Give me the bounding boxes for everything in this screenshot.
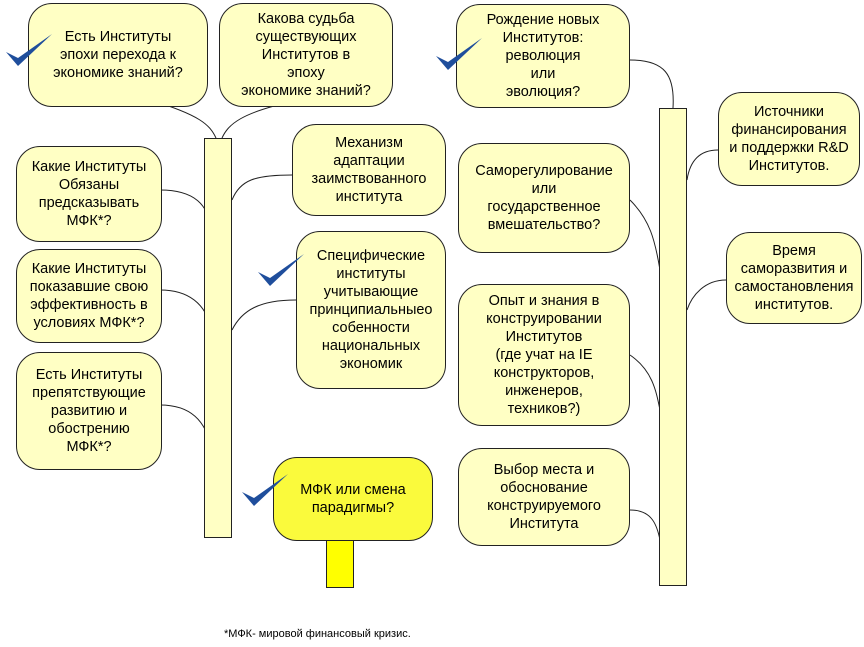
right-trunk [659,108,687,586]
node-root-crisis-or-paradigm: МФК или смена парадигмы? [273,457,433,541]
node-eras-transition-institutions: Есть Институты эпохи перехода к экономик… [28,3,208,107]
node-existing-institutions-fate: Какова судьба существующих Институтов в … [219,3,393,107]
node-self-development-time: Время саморазвития и самостановления инс… [726,232,862,324]
node-obstructing-institutions: Есть Институты препятствующие развитию и… [16,352,162,470]
check-mark-icon [436,38,482,70]
check-mark-icon [258,254,304,286]
node-site-selection: Выбор места и обоснование конструируемог… [458,448,630,546]
footnote: *МФК- мировой финансовый кризис. [224,628,411,640]
node-predict-crisis-institutions: Какие Институты Обязаны предсказывать МФ… [16,146,162,242]
node-effective-institutions: Какие Институты показавшие свою эффектив… [16,249,162,343]
root-trunk [326,540,354,588]
node-funding-sources: Источники финансирования и поддержки R&D… [718,92,860,186]
check-mark-icon [6,34,52,66]
check-mark-icon [242,474,288,506]
left-trunk [204,138,232,538]
node-self-regulation-vs-state: Саморегулирование или государственное вм… [458,143,630,253]
node-adaptation-mechanism: Механизм адаптации заимствованного инсти… [292,124,446,216]
node-design-experience: Опыт и знания в конструировании Институт… [458,284,630,426]
node-specific-institutions: Специфические институты учитывающие прин… [296,231,446,389]
node-birth-new-institutions: Рождение новых Институтов: революция или… [456,4,630,108]
